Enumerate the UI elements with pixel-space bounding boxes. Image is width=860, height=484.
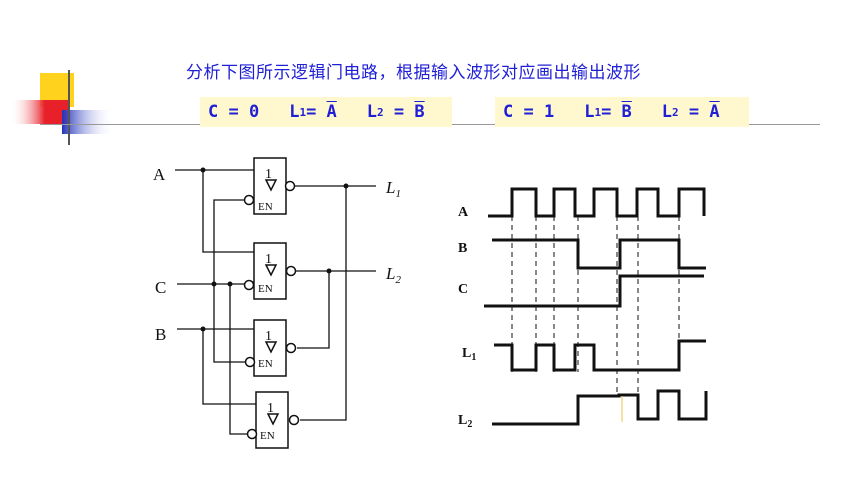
gate2-number: 1 (265, 252, 272, 267)
wire-en2 (249, 281, 254, 284)
circuit-input-b: B (155, 325, 166, 344)
wave-label-l1: L1 (462, 346, 476, 363)
eq1-l2-sub: 2 (377, 105, 384, 119)
eq2-l1-rhs: B (621, 102, 632, 122)
gate3-en: EN (258, 358, 273, 370)
eq2-l2-sub: 2 (672, 105, 679, 119)
eq1-l2-eq: = (383, 102, 415, 122)
waveform-l1 (494, 339, 706, 372)
corner-decoration (10, 70, 114, 145)
waveform-c (484, 274, 704, 308)
wave-label-c: C (458, 282, 468, 297)
wave-label-b: B (458, 241, 467, 256)
wire-en1 (213, 199, 248, 284)
gate2-en: EN (258, 283, 273, 295)
eq2-l2-label: L (661, 102, 673, 122)
wire-en4 (229, 284, 257, 435)
gate4-number: 1 (267, 401, 274, 416)
circuit-input-a: A (153, 165, 166, 184)
wire-b-branch (202, 329, 256, 405)
eq1-l2-rhs: B (414, 102, 425, 122)
deco-red-bar (10, 100, 68, 124)
wire-en3 (213, 284, 246, 363)
deco-vertical-line (68, 70, 70, 145)
junction-a (200, 167, 206, 173)
deco-blue-bar (62, 110, 114, 134)
eq1-l2-label: L (366, 102, 378, 122)
junction-b (200, 326, 206, 332)
tristate-gate-3: 1 EN (244, 319, 297, 377)
eq1-c-value: C = 0 (208, 102, 260, 122)
eq2-l2-eq: = (678, 102, 710, 122)
waveform-l2 (492, 389, 708, 426)
junction-l2 (326, 268, 332, 274)
waveform-a (488, 187, 706, 218)
junction-l1 (343, 183, 349, 189)
page-title: 分析下图所示逻辑门电路，根据输入波形对应画出输出波形 (186, 63, 641, 83)
gate3-number: 1 (265, 329, 272, 344)
wire-a-branch (202, 170, 254, 253)
wave-label-a: A (458, 205, 469, 220)
eq2-l1-label: L (584, 102, 595, 122)
eq2-l1-eq: = (601, 102, 622, 122)
tristate-gate-2: 1 EN (243, 242, 297, 300)
circuit-input-c: C (155, 278, 166, 297)
eq1-l1-eq: = (306, 102, 327, 122)
eq2-l2-rhs: A (709, 102, 720, 122)
eq1-l1-rhs: A (326, 102, 337, 122)
gate4-en: EN (260, 430, 275, 442)
eq1-l1-sub: 1 (299, 105, 307, 119)
junction-c (211, 281, 217, 287)
waveform-b (492, 238, 706, 270)
eq2-c-value: C = 1 (503, 102, 555, 122)
wire-l1-drop (300, 186, 347, 421)
eq2-l1-sub: 1 (594, 105, 602, 119)
tristate-gate-4: 1 EN (246, 391, 300, 449)
circuit-output-l1: L1 (385, 178, 401, 200)
wire-l2-drop (297, 271, 330, 349)
circuit-output-l2: L2 (385, 264, 401, 286)
gate1-en: EN (258, 201, 273, 213)
wave-label-l2: L2 (458, 413, 472, 430)
junction-c2 (227, 281, 233, 287)
tristate-gate-1: 1 EN (243, 157, 296, 215)
gate1-number: 1 (265, 167, 272, 182)
eq1-l1-label: L (289, 102, 300, 122)
